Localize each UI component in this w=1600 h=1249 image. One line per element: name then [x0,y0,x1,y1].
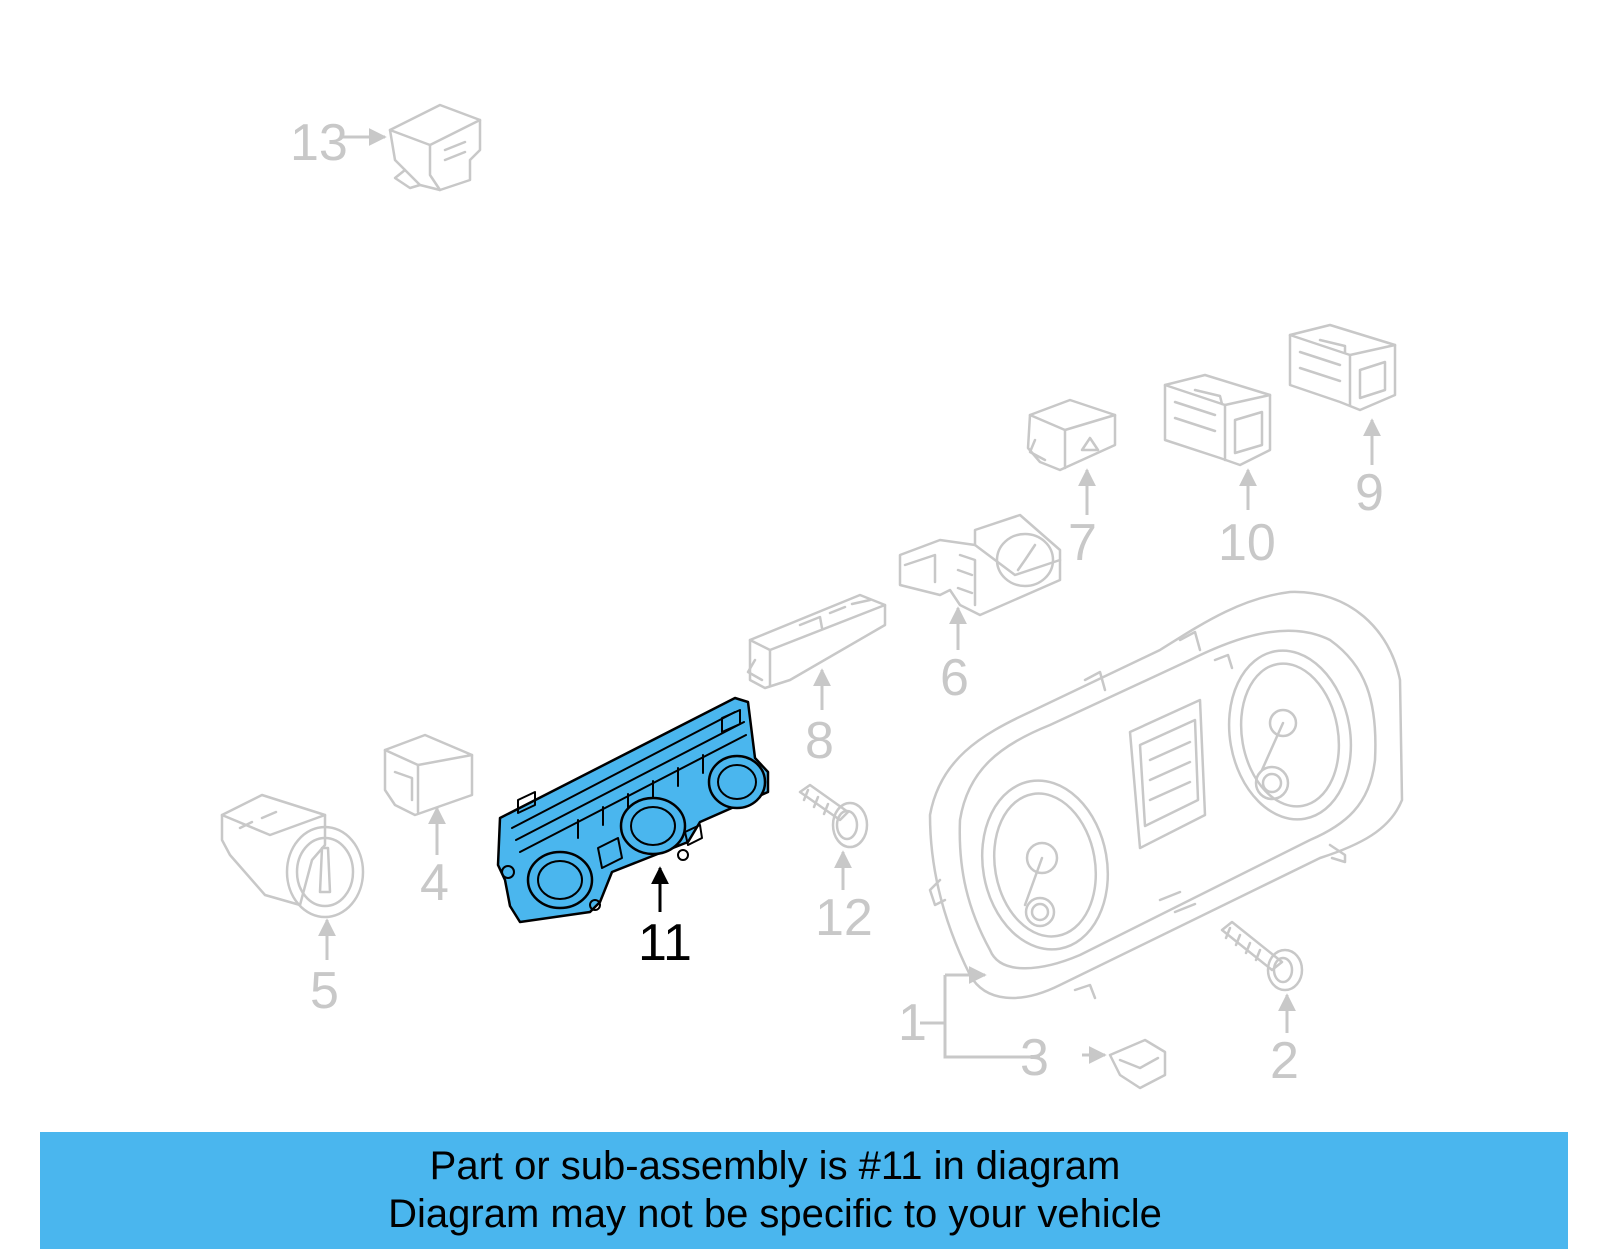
part-10-switch: 10 [1163,373,1276,572]
part-7-switch: 7 [1026,398,1117,572]
part-3-clip: 3 [1020,1029,1167,1090]
banner-part-number-text: Part or sub-assembly is #11 in diagram [429,1144,1121,1188]
part-8-strip: 8 [746,593,887,770]
part-2-screw: 2 [1220,920,1304,1090]
part-6-clock: 6 [898,513,1062,707]
part-11-climate-control-panel: 11 [496,696,770,972]
callout-7: 7 [1068,514,1097,572]
callout-8: 8 [805,712,834,770]
callout-9: 9 [1355,464,1384,522]
callout-1: 1 [898,994,927,1052]
callout-13: 13 [290,114,348,172]
callout-2: 2 [1270,1032,1299,1090]
callout-3: 3 [1020,1029,1049,1087]
part-4-switch: 4 [383,733,474,912]
callout-4: 4 [420,854,449,912]
part-5-knob-switch: 5 [220,793,365,1020]
callout-11: 11 [638,914,692,972]
callout-10: 10 [1218,514,1276,572]
callout-5: 5 [310,962,339,1020]
part-12-screw: 12 [798,783,873,947]
part-1-instrument-cluster: 1 [898,590,1404,1059]
callout-6: 6 [940,649,969,707]
banner-disclaimer-text: Diagram may not be specific to your vehi… [388,1192,1162,1236]
part-13-switch: 13 [290,103,482,192]
part-9-switch: 9 [1288,323,1397,522]
info-banner: Part or sub-assembly is #11 in diagram D… [40,1132,1568,1249]
callout-12: 12 [815,889,873,947]
